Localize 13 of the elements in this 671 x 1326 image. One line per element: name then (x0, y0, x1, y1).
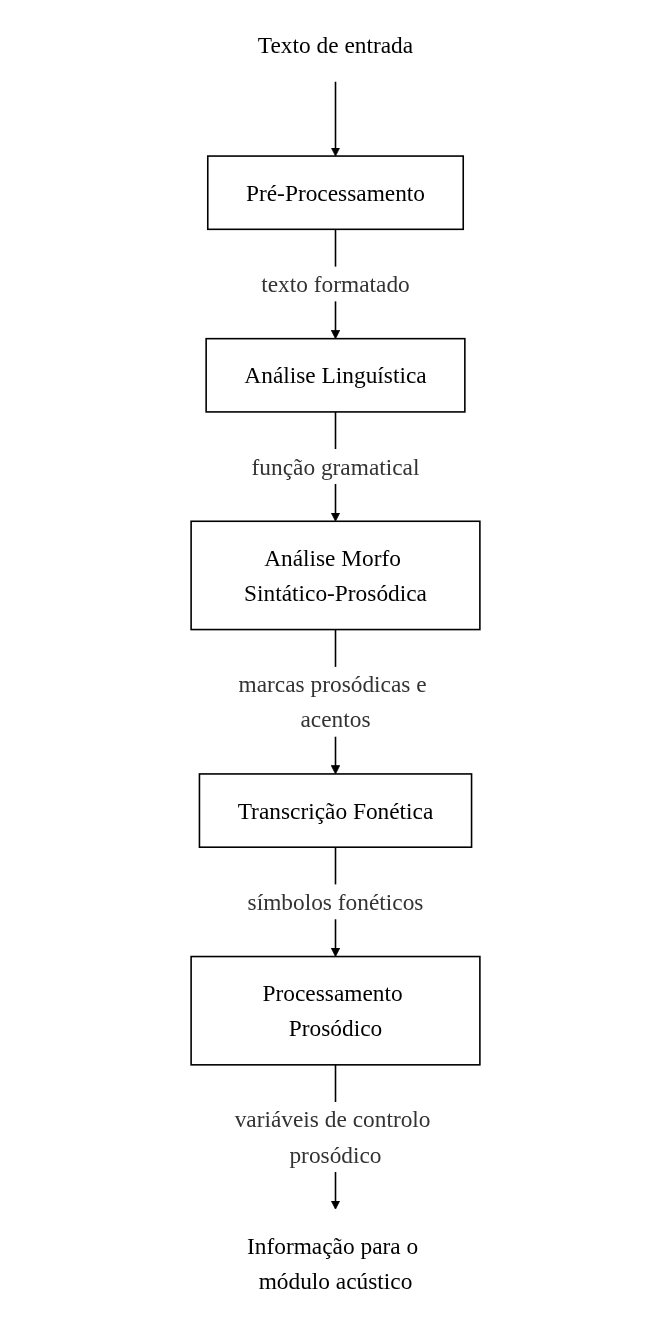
edge-label: texto formatado (261, 270, 410, 298)
arrow (330, 80, 341, 157)
node-text: Informação para o módulo acústico (246, 1232, 419, 1295)
node-box: Transcrição Fonética (198, 773, 473, 848)
node-box: Análise Linguística (205, 337, 466, 413)
node-box: Análise Morfo Sintático-Prosódica (190, 520, 481, 631)
node-box: Pré-Processamento (206, 155, 465, 231)
edge-label: marcas prosódicas e acentos (238, 670, 427, 733)
edge-label: variáveis de controlo prosódico (234, 1106, 431, 1168)
edge-label: símbolos fonéticos (247, 888, 424, 916)
edge-label: função gramatical (251, 453, 420, 480)
node-text: Texto de entrada (257, 31, 414, 59)
node-box: Processamento Prosódico (190, 955, 481, 1066)
